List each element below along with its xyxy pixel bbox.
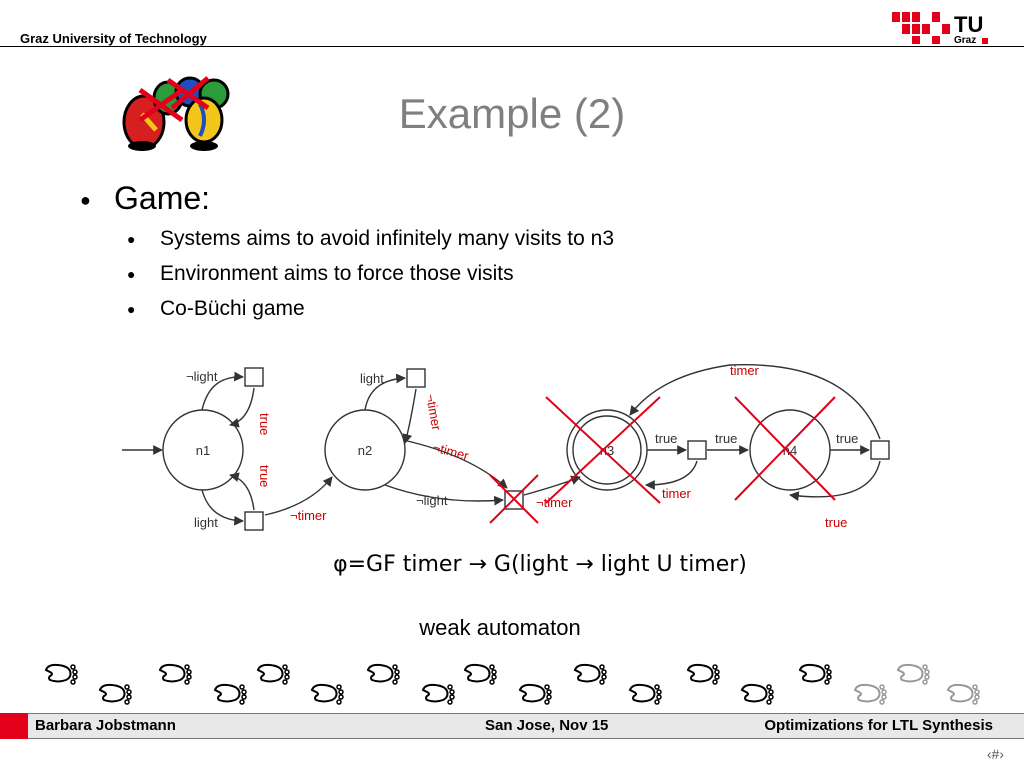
caption: weak automaton bbox=[419, 615, 581, 640]
footprints-decoration bbox=[45, 663, 980, 705]
edge-label: timer bbox=[662, 486, 692, 501]
edge-label: true bbox=[836, 431, 858, 446]
bullet-level2: ● Systems aims to avoid infinitely many v… bbox=[127, 227, 614, 251]
logo-text: TU bbox=[954, 12, 983, 37]
footer-talk-title: Optimizations for LTL Synthesis bbox=[764, 717, 993, 734]
edge-label: light bbox=[194, 515, 218, 530]
box-n3-right bbox=[687, 440, 707, 460]
bullet-level2: ● Co-Büchi game bbox=[127, 297, 305, 321]
node-n1 bbox=[162, 409, 244, 491]
bullet-dot-icon: ● bbox=[127, 301, 136, 318]
box-n1-top bbox=[244, 367, 264, 387]
footer-bar bbox=[28, 713, 1024, 739]
node-label: n3 bbox=[600, 443, 614, 458]
edge-label: ¬light bbox=[186, 369, 218, 384]
bullet-text: Game: bbox=[114, 180, 211, 216]
bullet-dot-icon: ● bbox=[80, 190, 91, 211]
edge-label: true bbox=[257, 413, 272, 435]
tu-graz-logo: TU Graz bbox=[892, 12, 988, 46]
bullet-dot-icon: ● bbox=[127, 231, 136, 248]
node-label: n1 bbox=[196, 443, 210, 458]
header-divider bbox=[0, 46, 1024, 47]
edge-label: ¬timer bbox=[290, 508, 327, 523]
edge-label: true bbox=[257, 465, 272, 487]
box-n4-right bbox=[870, 440, 890, 460]
footer-location-date: San Jose, Nov 15 bbox=[485, 717, 609, 734]
box-n2-top bbox=[406, 368, 426, 388]
game-automaton-diagram: n1 n2 n3 n4 ¬light light light ¬light tr… bbox=[122, 363, 890, 531]
footer-author: Barbara Jobstmann bbox=[35, 717, 176, 734]
edge-label: ¬timer bbox=[431, 439, 471, 463]
node-label: n2 bbox=[358, 443, 372, 458]
node-label: n4 bbox=[783, 443, 797, 458]
slide-title: Example (2) bbox=[398, 90, 626, 137]
bullet-text: Environment aims to force those visits bbox=[160, 262, 514, 285]
edge-label: true bbox=[655, 431, 677, 446]
edge-label: light bbox=[360, 371, 384, 386]
bullet-text: Systems aims to avoid infinitely many vi… bbox=[160, 227, 615, 250]
edge-label: true bbox=[715, 431, 737, 446]
box-n1-bottom bbox=[244, 511, 264, 531]
game-figures-logo bbox=[122, 76, 230, 151]
bullet-text: Co-Büchi game bbox=[160, 297, 305, 320]
bullet-dot-icon: ● bbox=[127, 266, 136, 283]
cross-mark bbox=[545, 396, 661, 504]
edge-label: ¬timer bbox=[423, 393, 444, 432]
footer-accent bbox=[0, 713, 28, 739]
ltl-formula: φ=GF timer → G(light → light U timer) bbox=[333, 552, 747, 577]
page-number: ‹#› bbox=[986, 746, 1004, 762]
header-organization: Graz University of Technology bbox=[20, 31, 207, 46]
bullet-level2: ● Environment aims to force those visits bbox=[127, 262, 514, 286]
logo-subtext: Graz bbox=[954, 35, 976, 46]
cross-mark bbox=[734, 396, 836, 501]
edge-label: ¬timer bbox=[536, 495, 573, 510]
edge-label: true bbox=[825, 515, 847, 530]
cross-mark bbox=[489, 474, 539, 524]
edge-label: ¬light bbox=[416, 493, 448, 508]
bullet-level1: ● Game: bbox=[80, 180, 210, 217]
edge-label: timer bbox=[730, 363, 760, 378]
